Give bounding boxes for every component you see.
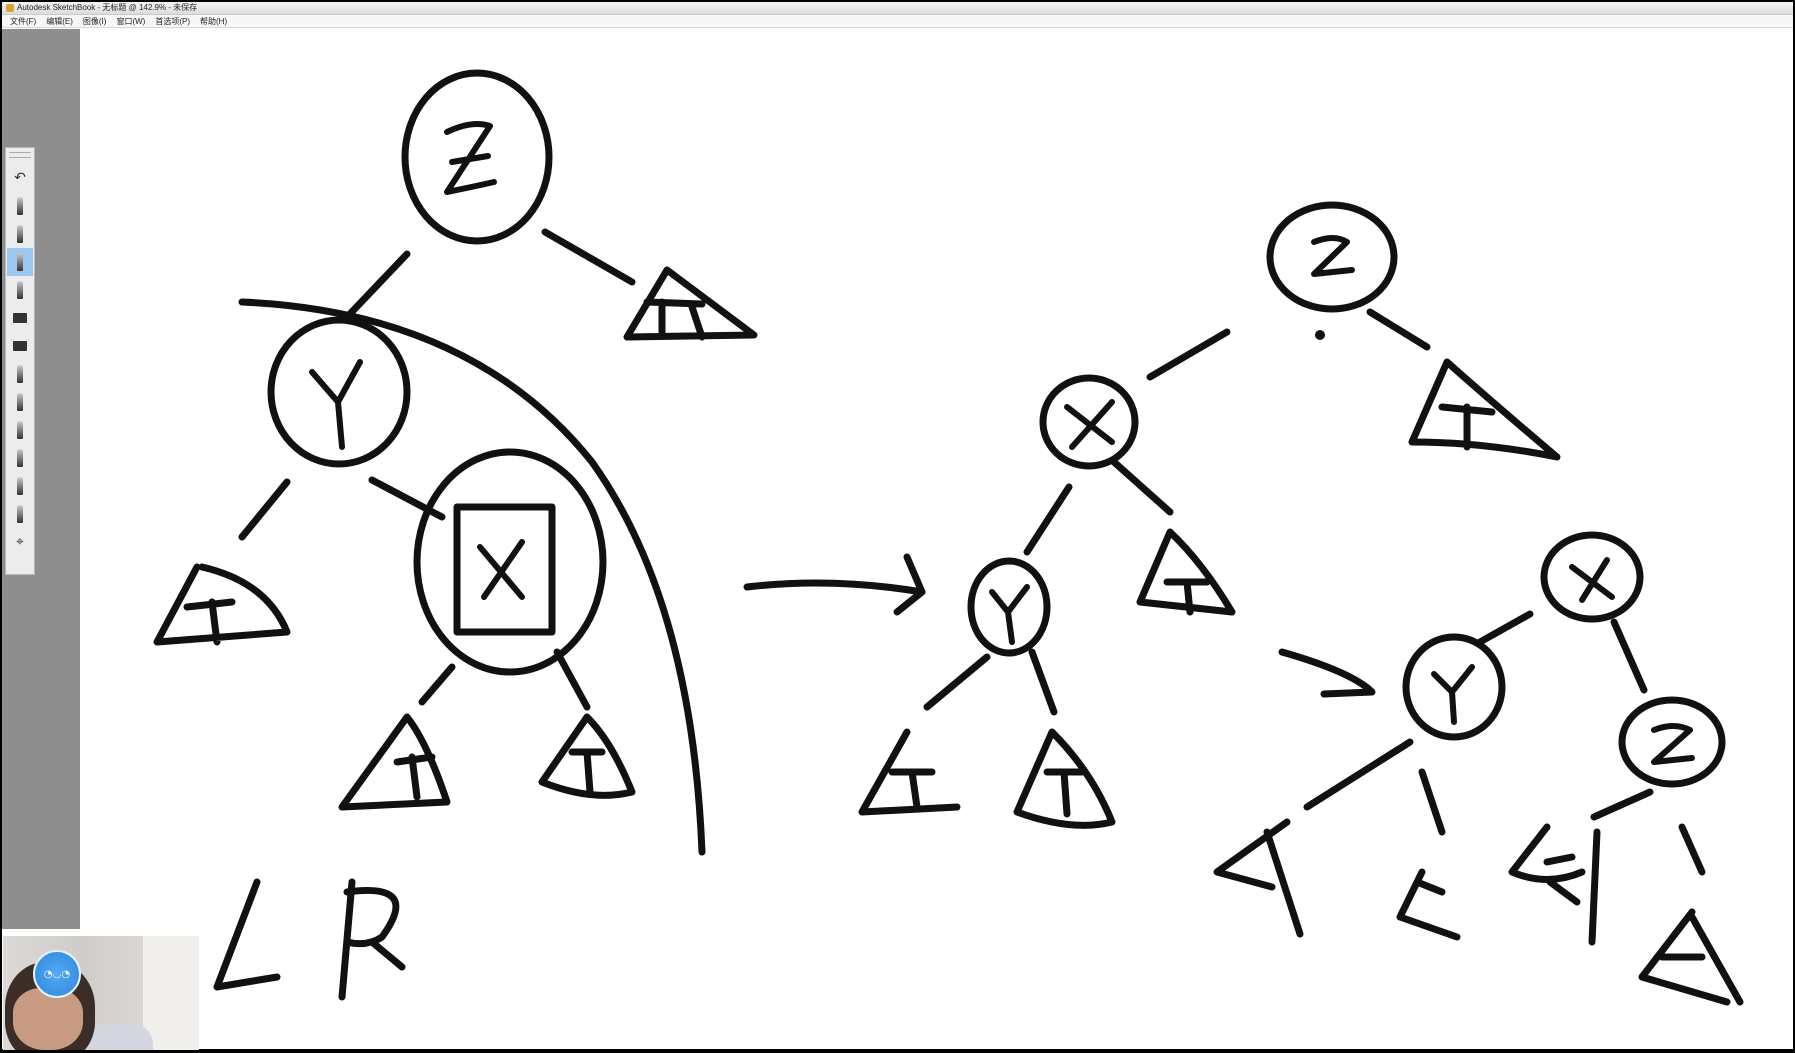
texture-icon[interactable] (7, 444, 33, 472)
right-subtree-t4 (1638, 908, 1744, 1006)
edge (1476, 610, 1534, 646)
edge (1110, 458, 1174, 516)
edge (1366, 308, 1431, 351)
left-subtree-t1 (153, 563, 291, 646)
menu-file[interactable]: 文件(F) (10, 17, 37, 26)
brush-icon[interactable] (7, 248, 33, 276)
title-bar: Autodesk SketchBook - 无标题 @ 142.9% - 未保存 (2, 2, 1793, 15)
edge (541, 228, 636, 286)
edge (923, 653, 991, 711)
window-title: Autodesk SketchBook - 无标题 @ 142.9% - 未保存 (17, 3, 198, 12)
left-subtree-t2 (338, 713, 451, 811)
stamp-icon[interactable]: ⌖ (16, 534, 24, 550)
right-x-node (1540, 531, 1644, 623)
left-root-node (401, 69, 553, 245)
left-root-label-z (444, 121, 497, 195)
left-x-node (413, 448, 607, 676)
edge (1678, 823, 1706, 876)
undo-icon[interactable]: ↶ (14, 170, 26, 186)
mid-dot (1315, 330, 1325, 340)
smudge-icon[interactable] (7, 360, 33, 388)
left-y-node (267, 316, 411, 468)
mid-x-node (1039, 374, 1139, 470)
airbrush-icon[interactable] (7, 220, 33, 248)
right-subtree-t2 (1396, 868, 1461, 941)
edge (1146, 328, 1231, 381)
right-subtree-t3 (1508, 823, 1601, 946)
menu-preferences[interactable]: 首选项(P) (155, 17, 191, 26)
mid-root-label-z (1311, 235, 1355, 277)
right-x-label (1569, 557, 1615, 603)
ink-icon[interactable] (7, 500, 33, 528)
fill-icon[interactable] (7, 388, 33, 416)
left-tree (153, 69, 758, 1001)
right-tree (1213, 531, 1744, 1006)
mid-y-label (989, 584, 1030, 645)
tool-palette[interactable]: ↶ ⌖ (5, 147, 35, 575)
pencil-icon[interactable] (7, 192, 33, 220)
edge (1418, 768, 1446, 836)
edge (1610, 618, 1648, 694)
left-subtree-t3 (538, 713, 636, 799)
edge (418, 663, 456, 706)
edge (1590, 788, 1654, 821)
blend-icon[interactable] (7, 472, 33, 500)
mid-root-node (1266, 201, 1398, 313)
right-z-node (1618, 696, 1726, 788)
caption-letter-l (213, 878, 281, 991)
cut-curve (238, 298, 706, 856)
left-x-label (477, 539, 525, 600)
webcam-overlay: ◔◡◔ (3, 936, 199, 1050)
drawing-canvas[interactable]: Z Y X T4 T1 T2 T3 LR Z X Y T4 T3 T1 T2 X (80, 29, 1793, 1049)
edge (343, 250, 411, 321)
middle-tree (858, 201, 1561, 829)
eraser-icon[interactable] (7, 332, 33, 360)
presenter-face (13, 988, 83, 1050)
pen-icon[interactable] (7, 276, 33, 304)
mid-x-label (1064, 399, 1115, 450)
presenter-shirt (83, 1024, 153, 1050)
marker-icon[interactable] (7, 304, 33, 332)
right-subtree-t1 (1213, 818, 1304, 938)
mid-subtree-t3 (1136, 528, 1236, 616)
mid-subtree-t2 (1013, 728, 1116, 829)
transform-arrow (743, 553, 926, 616)
edge (1028, 648, 1058, 716)
menu-help[interactable]: 帮助(H) (200, 17, 228, 26)
edge (1303, 738, 1414, 811)
mid-subtree-t4 (1408, 358, 1561, 461)
small-arrow (1278, 648, 1376, 698)
menu-bar: 文件(F) 编辑(E) 图像(I) 窗口(W) 首选项(P) 帮助(H) (2, 15, 1793, 28)
mid-y-node (967, 557, 1051, 657)
edge (238, 478, 291, 541)
caption-letter-r (338, 878, 406, 1001)
menu-window[interactable]: 窗口(W) (116, 17, 146, 26)
left-subtree-t4 (623, 266, 758, 341)
sketch-drawing: Z Y X T4 T1 T2 T3 LR Z X Y T4 T3 T1 T2 X (153, 69, 1744, 1006)
edge (553, 648, 591, 711)
right-y-label (1431, 664, 1475, 725)
mid-subtree-t1 (858, 728, 961, 816)
left-x-box (453, 503, 556, 636)
right-z-label (1651, 723, 1695, 765)
left-y-label (309, 359, 363, 450)
edge (1023, 483, 1073, 556)
app-icon (6, 4, 14, 12)
chalk-icon[interactable] (7, 416, 33, 444)
avatar-badge-icon: ◔◡◔ (33, 950, 81, 998)
menu-image[interactable]: 图像(I) (82, 17, 107, 26)
right-y-node (1402, 633, 1506, 741)
menu-edit[interactable]: 编辑(E) (46, 17, 73, 26)
webcam-background (143, 936, 199, 1050)
palette-grip[interactable] (9, 152, 31, 158)
